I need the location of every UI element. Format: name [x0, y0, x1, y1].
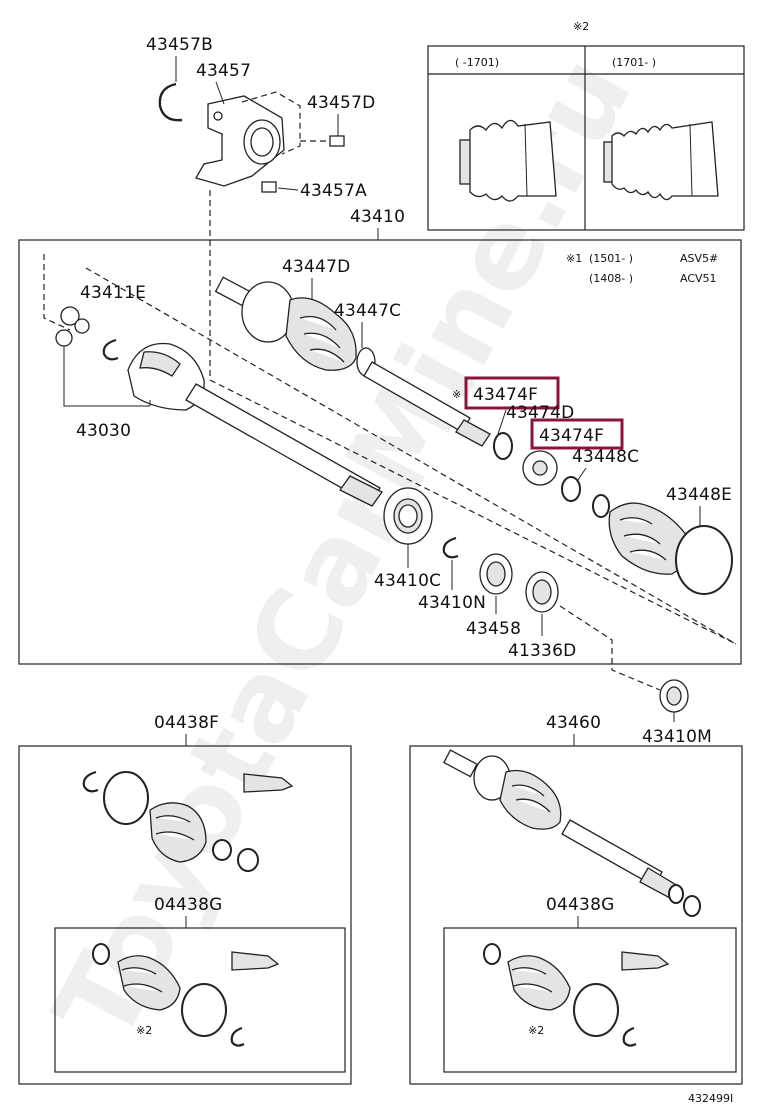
inset-boot-variants: ※2 ( -1701) (1701- ): [427, 20, 745, 231]
note-model-1: ASV5#: [680, 252, 718, 265]
kit-g-boot-icon: [117, 955, 181, 1011]
kit-r-grease-tube-icon: [621, 951, 670, 971]
part-label-43474D[interactable]: 43474D: [506, 403, 574, 423]
clamp-43448C-icon: [561, 476, 581, 502]
kit-small-clamp-a-icon: [212, 839, 232, 861]
tripod-joint-icon: [55, 306, 90, 347]
note-star-small: ※: [452, 388, 461, 401]
outer-shaft-icon: [443, 749, 679, 899]
bearing-43410C-icon: [383, 487, 433, 545]
part-label-43448E[interactable]: 43448E: [666, 485, 732, 505]
kit-g-snap-ring-icon: [230, 1026, 245, 1047]
bracket-icon: [195, 91, 301, 187]
part-label-04438F[interactable]: 04438F: [154, 713, 219, 733]
ring-43474F-icon: [493, 432, 513, 460]
highlight-box-43474F-b: [530, 418, 624, 450]
shaft-clamp-b-icon: [683, 895, 701, 917]
outer-cv-joint-icon: [214, 276, 376, 377]
figure-id: 432499I: [688, 1092, 733, 1105]
bearing-bracket-group: 43457B 43457 43457D 43457A: [146, 35, 375, 380]
snap-ring-43411E-icon: [102, 338, 119, 361]
tone-ring-icon: [522, 450, 558, 486]
kit-g-grease-tube-icon: [231, 951, 280, 971]
kit-r-snap-ring-icon: [622, 1026, 637, 1047]
note-mark2-right: ※2: [528, 1024, 544, 1037]
intermediate-shaft-icon: [363, 361, 491, 447]
part-label-04438G-left[interactable]: 04438G: [154, 895, 222, 915]
part-label-43410N[interactable]: 43410N: [418, 593, 486, 613]
part-label-43458[interactable]: 43458: [466, 619, 521, 639]
part-label-43410M[interactable]: 43410M: [642, 727, 712, 747]
part-label-43460[interactable]: 43460: [546, 713, 601, 733]
kit-boot-icon: [149, 802, 207, 863]
inset-column-2-label: (1701- ): [612, 56, 656, 69]
part-label-43447C[interactable]: 43447C: [334, 301, 401, 321]
shaft-clamp-a-icon: [668, 884, 684, 904]
part-label-43411E[interactable]: 43411E: [80, 283, 146, 303]
kit-large-clamp-icon: [103, 771, 149, 825]
kit-snap-ring-icon: [82, 770, 99, 793]
part-label-43447D[interactable]: 43447D: [282, 257, 350, 277]
part-label-43410C[interactable]: 43410C: [374, 571, 441, 591]
seal-41336D-icon: [525, 571, 559, 613]
seal-43458-icon: [479, 553, 513, 595]
note-date-1: (1501- ): [589, 252, 633, 265]
note-date-2: (1408- ): [589, 272, 633, 285]
note-model-2: ACV51: [680, 272, 717, 285]
snap-ring-43410N-icon: [442, 536, 459, 559]
shaft-assembly-43460: 43460 04438G ※2: [409, 713, 743, 1085]
part-label-43457D[interactable]: 43457D: [307, 93, 375, 113]
boot-kit-04438F: 04438F 04438G ※2: [18, 713, 352, 1085]
part-label-04438G-right[interactable]: 04438G: [546, 895, 614, 915]
large-clamp-icon: [675, 525, 733, 595]
note-mark1: ※1: [566, 252, 582, 265]
inner-boot-icon: [608, 502, 691, 575]
part-label-43457B[interactable]: 43457B: [146, 35, 213, 55]
part-label-41336D[interactable]: 41336D: [508, 641, 576, 661]
kit-g-clamp-icon: [92, 943, 110, 965]
inner-joint-housing-icon: [127, 342, 383, 507]
kit-r-boot-icon: [507, 955, 571, 1011]
part-label-43410[interactable]: 43410: [350, 207, 405, 227]
boot-early-icon: [459, 119, 557, 202]
snap-ring-icon: [158, 82, 183, 122]
seal-43410M-group: 43410M: [642, 679, 712, 747]
small-clamp-icon: [592, 494, 610, 518]
part-label-43030[interactable]: 43030: [76, 421, 131, 441]
part-label-43474F-a[interactable]: 43474F: [473, 385, 538, 405]
main-shaft-assembly: 43410 ※1 (1501- ) ASV5# (1408- ) ACV51 4…: [18, 207, 742, 691]
kit-r-large-clamp-icon: [573, 983, 619, 1037]
bolt-43457D-icon: [300, 135, 345, 147]
boot-late-icon: [603, 121, 719, 201]
part-label-43457A[interactable]: 43457A: [300, 181, 367, 201]
part-label-43474F-b[interactable]: 43474F: [539, 426, 604, 446]
kit-r-clamp-icon: [483, 943, 501, 965]
seal-43410M-icon: [659, 679, 689, 713]
highlight-box-43474F-a: [464, 376, 560, 410]
grease-tube-icon: [243, 773, 294, 793]
part-label-43457[interactable]: 43457: [196, 61, 251, 81]
inset-column-1-label: ( -1701): [455, 56, 499, 69]
kit-small-clamp-b-icon: [237, 848, 259, 872]
kit-g-large-clamp-icon: [181, 983, 227, 1037]
bolt-43457A-icon: [261, 181, 277, 193]
note-mark2-left: ※2: [136, 1024, 152, 1037]
note-mark2-top: ※2: [573, 20, 589, 33]
part-label-43448C[interactable]: 43448C: [572, 447, 639, 467]
